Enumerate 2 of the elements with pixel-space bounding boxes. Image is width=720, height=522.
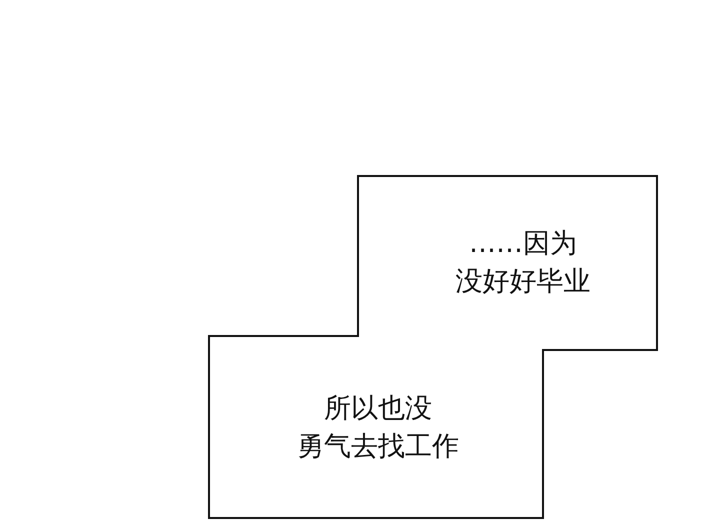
narration-text: ……因为没好好毕业 (454, 227, 592, 299)
narration-text: 所以也没勇气去找工作 (296, 392, 460, 464)
